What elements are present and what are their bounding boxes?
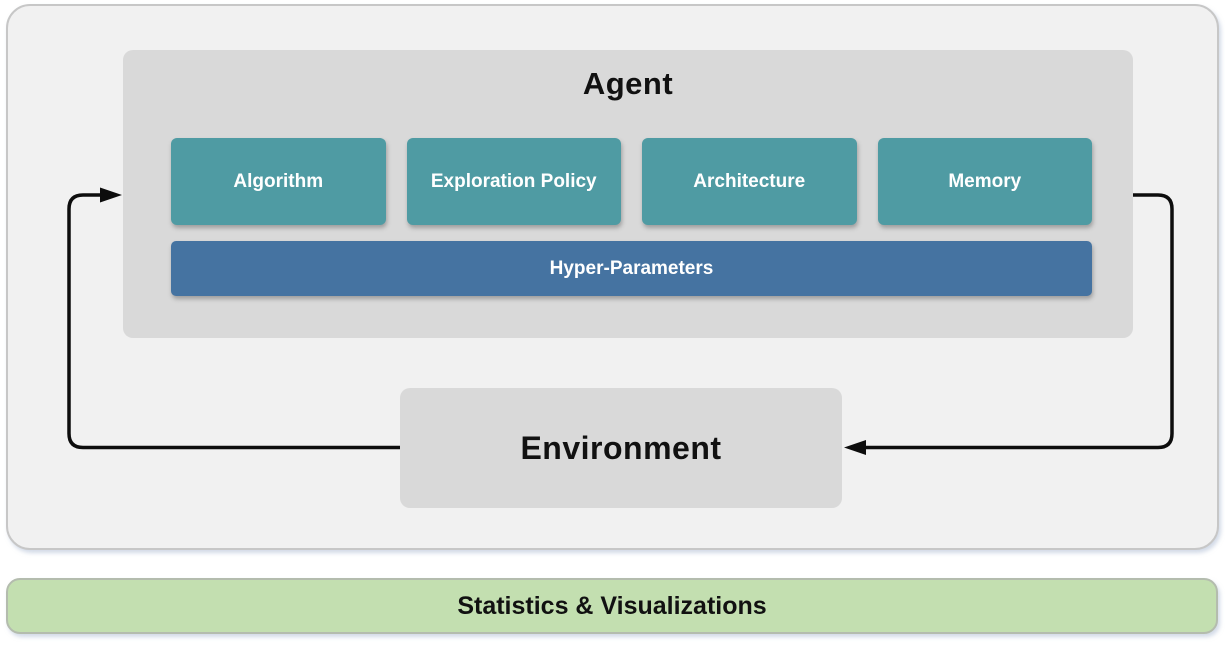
module-algorithm: Algorithm: [171, 138, 386, 225]
statistics-bar: Statistics & Visualizations: [6, 578, 1218, 634]
statistics-bar-label: Statistics & Visualizations: [457, 591, 767, 620]
module-exploration-policy-label: Exploration Policy: [430, 170, 597, 192]
environment-box: Environment: [400, 388, 842, 508]
agent-modules-row: Algorithm Exploration Policy Architectur…: [171, 138, 1092, 225]
hyper-parameters-bar: Hyper-Parameters: [171, 241, 1092, 296]
module-architecture: Architecture: [642, 138, 857, 225]
module-memory: Memory: [877, 138, 1092, 225]
module-memory-label: Memory: [948, 170, 1022, 192]
hyper-parameters-label: Hyper-Parameters: [549, 257, 714, 279]
module-exploration-policy: Exploration Policy: [406, 138, 621, 225]
environment-label: Environment: [520, 429, 722, 466]
module-architecture-label: Architecture: [693, 170, 806, 192]
agent-title: Agent: [582, 66, 674, 101]
module-algorithm-label: Algorithm: [233, 170, 324, 192]
